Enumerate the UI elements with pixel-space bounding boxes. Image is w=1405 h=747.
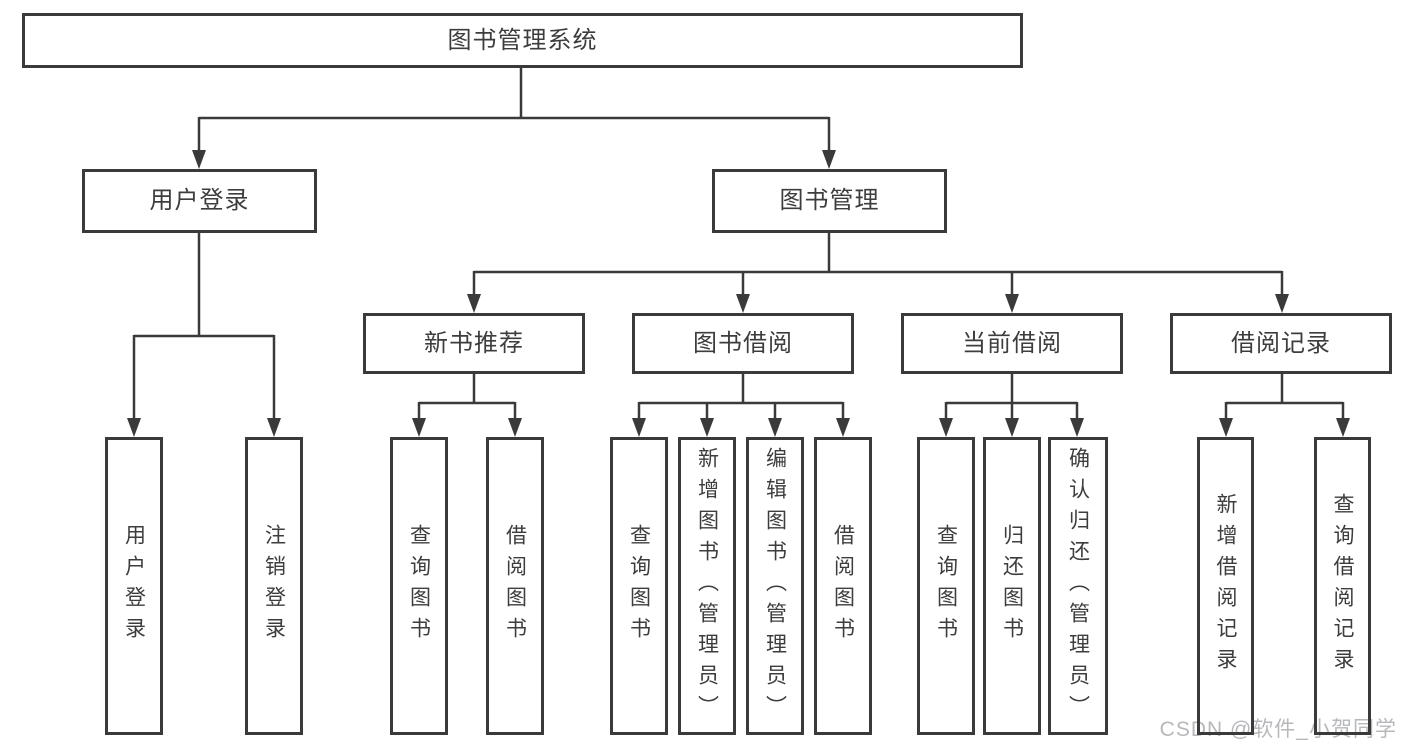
leaf-confirm-return-admin: 确认归还（管理员）: [1048, 437, 1108, 735]
leaf-borrow-books-recommend: 借阅图书: [486, 437, 544, 735]
leaf-return-books: 归还图书: [983, 437, 1041, 735]
leaf-logout: 注销登录: [245, 437, 303, 735]
leaf-add-borrow-record: 新增借阅记录: [1197, 437, 1254, 735]
node-system-root: 图书管理系统: [22, 13, 1023, 68]
leaf-query-books-borrow: 查询图书: [610, 437, 668, 735]
leaf-query-books-current: 查询图书: [917, 437, 975, 735]
leaf-edit-book-admin: 编辑图书（管理员）: [746, 437, 804, 735]
leaf-user-login: 用户登录: [105, 437, 163, 735]
node-new-book-recommend: 新书推荐: [363, 313, 585, 374]
csdn-watermark: CSDN @软件_小贺同学: [1159, 718, 1397, 741]
leaf-add-book-admin: 新增图书（管理员）: [678, 437, 736, 735]
node-current-borrow: 当前借阅: [901, 313, 1123, 374]
node-book-borrow: 图书借阅: [632, 313, 854, 374]
arrowheads: [127, 150, 1350, 437]
leaf-query-books-recommend: 查询图书: [390, 437, 448, 735]
node-book-management: 图书管理: [712, 169, 947, 233]
leaf-query-borrow-record: 查询借阅记录: [1314, 437, 1371, 735]
node-borrow-records: 借阅记录: [1170, 313, 1392, 374]
leaf-borrow-books: 借阅图书: [814, 437, 872, 735]
node-user-login: 用户登录: [82, 169, 317, 233]
